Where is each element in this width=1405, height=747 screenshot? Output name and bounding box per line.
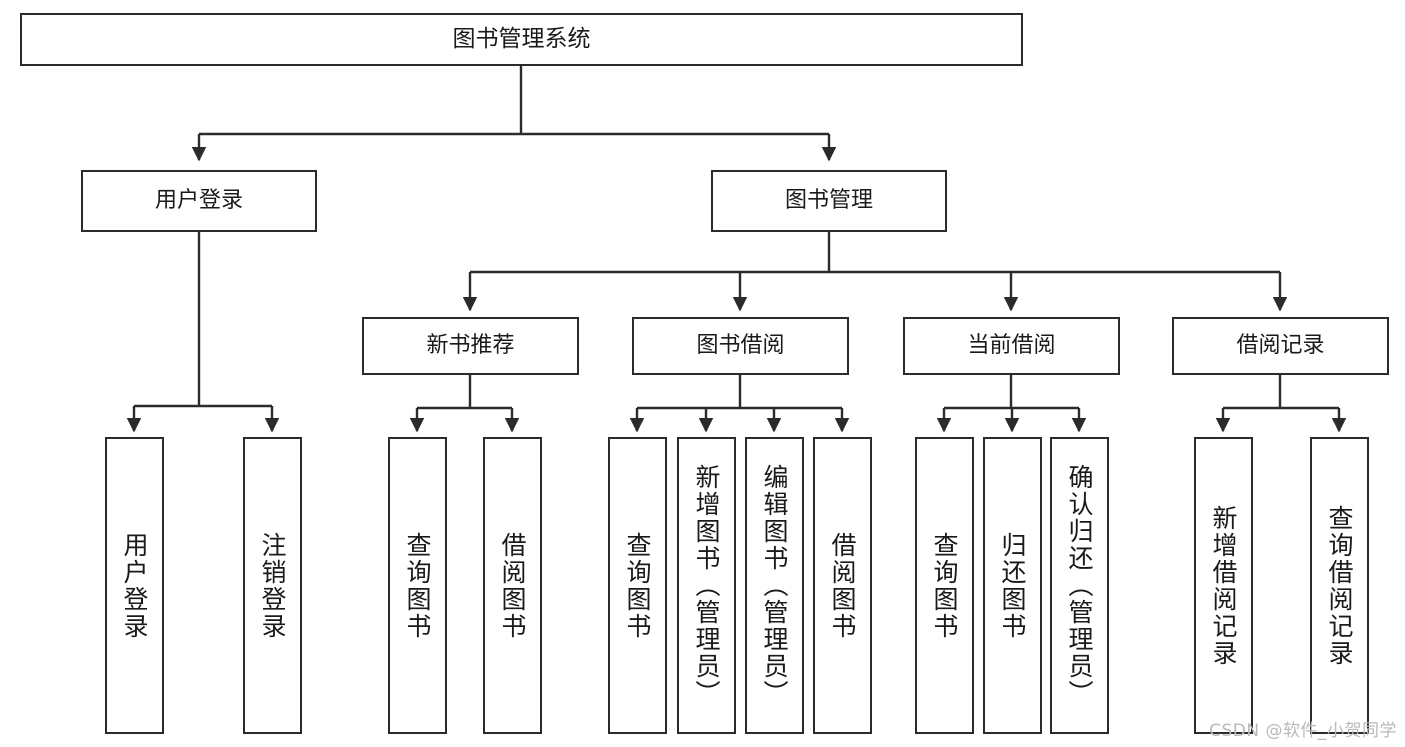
node-leaf-user-login[interactable]: 用户登录 [105, 437, 164, 734]
node-book-management[interactable]: 图书管理 [711, 170, 947, 232]
node-leaf-return-book[interactable]: 归还图书 [983, 437, 1042, 734]
node-leaf-edit-book-admin[interactable]: 编辑图书（管理员） [745, 437, 804, 734]
node-label: 注销登录 [258, 531, 287, 640]
node-label: 归还图书 [998, 531, 1027, 640]
node-label: 借阅图书 [498, 531, 527, 640]
node-leaf-query-book-current[interactable]: 查询图书 [915, 437, 974, 734]
node-label: 新增借阅记录 [1209, 504, 1238, 667]
node-label: 图书借阅 [696, 333, 785, 359]
node-label: 用户登录 [154, 188, 243, 214]
node-leaf-query-book-recommend[interactable]: 查询图书 [388, 437, 447, 734]
node-leaf-logout[interactable]: 注销登录 [243, 437, 302, 734]
node-label: 借阅图书 [828, 531, 857, 640]
node-borrow-records[interactable]: 借阅记录 [1172, 317, 1389, 375]
node-label: 新增图书（管理员） [692, 464, 721, 707]
node-label: 查询借阅记录 [1325, 504, 1354, 667]
node-leaf-borrow-book[interactable]: 借阅图书 [813, 437, 872, 734]
node-label: 查询图书 [930, 531, 959, 640]
node-label: 确认归还（管理员） [1065, 464, 1094, 707]
node-leaf-confirm-return-admin[interactable]: 确认归还（管理员） [1050, 437, 1109, 734]
watermark-text: CSDN @软件_小贺同学 [1209, 721, 1397, 741]
node-label: 编辑图书（管理员） [760, 464, 789, 707]
node-leaf-query-book-borrow[interactable]: 查询图书 [608, 437, 667, 734]
node-label: 当前借阅 [967, 333, 1056, 359]
node-label: 用户登录 [120, 531, 149, 640]
node-leaf-add-book-admin[interactable]: 新增图书（管理员） [677, 437, 736, 734]
node-label: 查询图书 [623, 531, 652, 640]
node-label: 借阅记录 [1236, 333, 1325, 359]
node-label: 图书管理系统 [452, 26, 591, 53]
node-book-borrow[interactable]: 图书借阅 [632, 317, 849, 375]
node-label: 查询图书 [403, 531, 432, 640]
node-current-borrow[interactable]: 当前借阅 [903, 317, 1120, 375]
node-leaf-add-borrow-record[interactable]: 新增借阅记录 [1194, 437, 1253, 734]
node-label: 图书管理 [784, 188, 873, 214]
node-label: 新书推荐 [426, 333, 515, 359]
node-new-book-recommend[interactable]: 新书推荐 [362, 317, 579, 375]
node-root-system[interactable]: 图书管理系统 [20, 13, 1023, 66]
node-leaf-query-borrow-record[interactable]: 查询借阅记录 [1310, 437, 1369, 734]
node-user-login[interactable]: 用户登录 [81, 170, 317, 232]
node-leaf-borrow-book-recommend[interactable]: 借阅图书 [483, 437, 542, 734]
